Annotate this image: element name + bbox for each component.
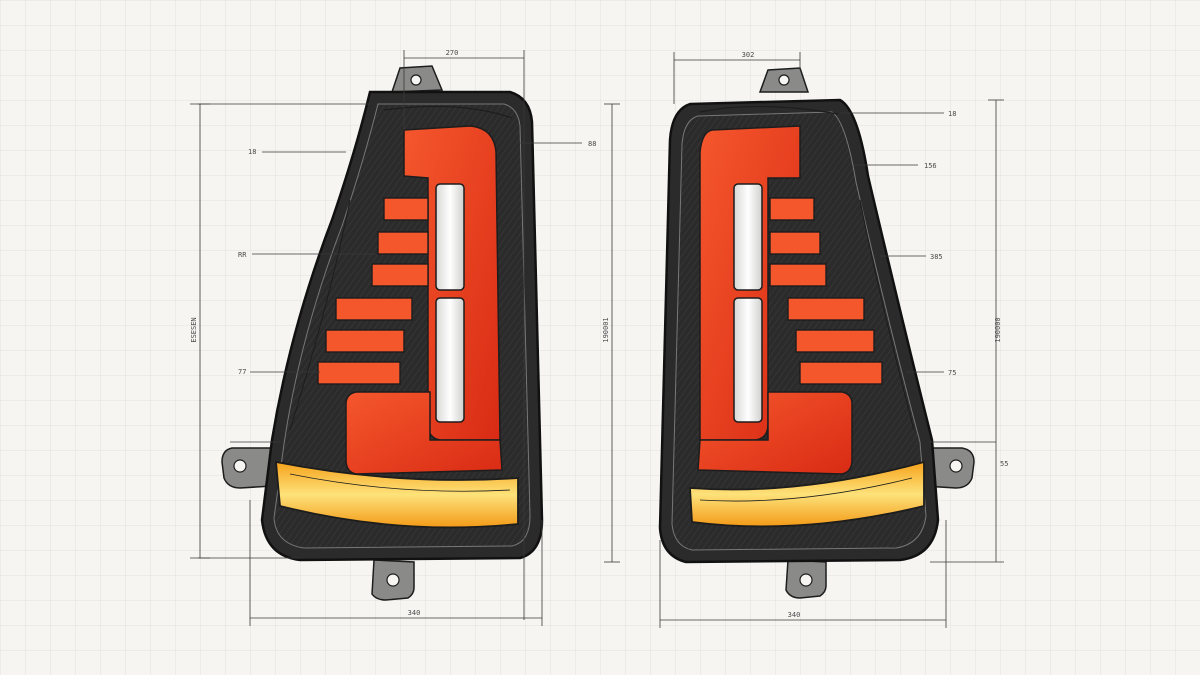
left-callout-2: 88 [588, 140, 596, 148]
right-bottom-label: 340 [788, 611, 801, 619]
right-callout-5: 55 [1000, 460, 1008, 468]
left-red-bars [317, 197, 429, 385]
right-callout-1: 18 [948, 110, 956, 118]
left-white-led-lower [435, 297, 465, 423]
left-top-label: 270 [446, 49, 459, 57]
left-amber-strip [274, 460, 519, 529]
right-callout-4: 75 [948, 369, 956, 377]
left-callout-4: 77 [238, 368, 246, 376]
left-bottom-label: 340 [408, 609, 421, 617]
right-callout-3: 385 [930, 253, 943, 261]
right-red-bars [769, 197, 883, 385]
right-top-label: 302 [742, 51, 755, 59]
right-red-lower-block [697, 391, 853, 475]
left-tail-lamp [221, 65, 544, 601]
right-white-led-lower [733, 297, 763, 423]
right-height-right-label: 190000 [994, 317, 1002, 342]
left-height-label: ESESEN [190, 317, 198, 342]
left-side-mount-tab [221, 447, 277, 489]
left-white-led-upper [435, 183, 465, 291]
right-callout-2: 156 [924, 162, 937, 170]
right-dimensions: 302 190001 190000 340 18 156 385 75 55 [602, 51, 1008, 628]
right-tail-lamp [658, 67, 975, 599]
left-dimensions: ESESEN 270 340 18 88 RR 77 [190, 49, 596, 626]
right-white-led-upper [733, 183, 763, 291]
left-red-lower-block [345, 391, 503, 475]
left-callout-3: RR [238, 251, 247, 259]
right-amber-strip [689, 460, 925, 528]
left-callout-1: 18 [248, 148, 256, 156]
right-height-label: 190001 [602, 317, 610, 342]
